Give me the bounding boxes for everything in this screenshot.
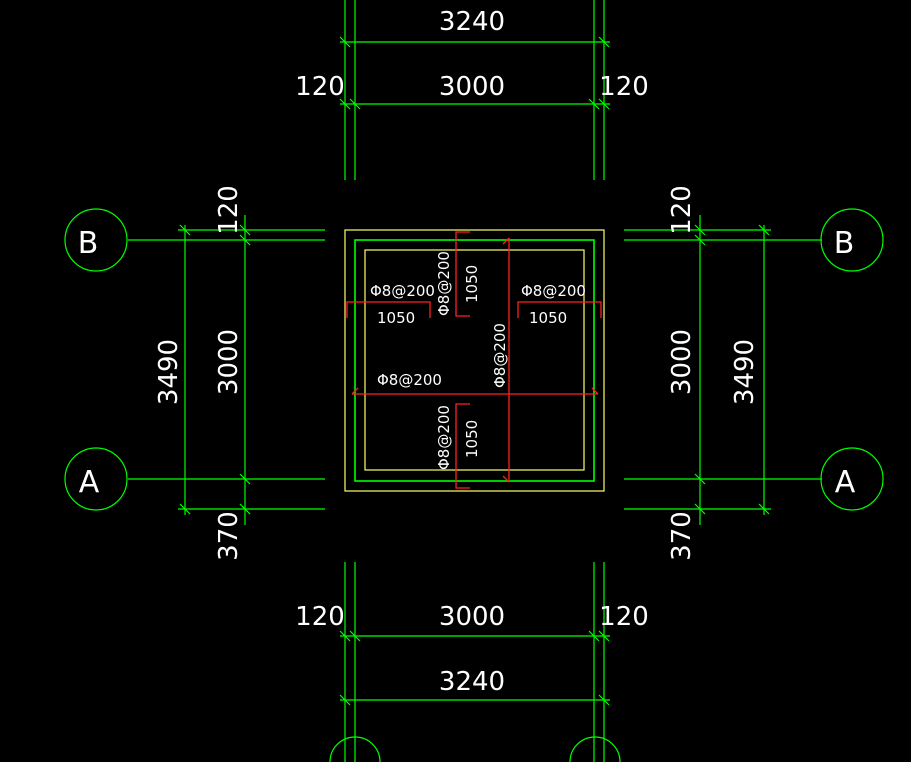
right-tick-2 <box>694 234 706 246</box>
bottom-total-tick-left <box>339 694 351 706</box>
rebar-left-top-length: 1050 <box>377 309 415 327</box>
bottom-tick-2 <box>349 630 361 642</box>
right-tick-4 <box>694 503 706 515</box>
rebar-left-top-label: Φ8@200 <box>370 282 435 300</box>
bottom-right-axis-circle-partial <box>569 736 621 762</box>
bottom-right-wall-dimension: 120 <box>599 602 649 632</box>
right-total-dimension: 3490 <box>730 339 760 405</box>
right-inner-dimension: 3000 <box>667 329 697 395</box>
rebar-center-horizontal-hook-right <box>591 387 599 395</box>
right-top-wall-dimension: 120 <box>667 185 697 235</box>
rebar-center-vertical-hook-bottom <box>502 475 510 483</box>
rebar-top-vertical-label: Φ8@200 <box>435 251 453 316</box>
top-inner-dimension: 3000 <box>439 72 505 102</box>
rebar-right-top <box>517 301 602 318</box>
right-axis-a-circle <box>820 447 884 511</box>
slab-outer-edge <box>344 229 605 492</box>
left-bottom-wall-dimension: 370 <box>214 511 244 561</box>
bottom-tick-1 <box>339 630 351 642</box>
rebar-left-top <box>346 301 431 318</box>
top-dimension-group <box>339 0 610 180</box>
rebar-center-vertical-label: Φ8@200 <box>491 323 509 388</box>
bottom-total-tick-right <box>598 694 610 706</box>
right-axis-b-circle <box>820 208 884 272</box>
bottom-total-dimension: 3240 <box>439 667 505 697</box>
top-tick-3 <box>588 98 600 110</box>
top-tick-2 <box>349 98 361 110</box>
top-left-wall-dimension: 120 <box>295 72 345 102</box>
bottom-dimension-group <box>329 562 621 762</box>
right-bottom-wall-dimension: 370 <box>667 511 697 561</box>
bottom-left-wall-dimension: 120 <box>295 602 345 632</box>
top-total-tick-right <box>598 36 610 48</box>
bottom-inner-dimension: 3000 <box>439 602 505 632</box>
slab-wall-inner-line <box>354 239 595 482</box>
right-axis-b-label: B <box>834 226 855 261</box>
rebar-right-top-label: Φ8@200 <box>521 282 586 300</box>
left-axis-a-label: A <box>79 465 100 500</box>
rebar-top-vertical <box>455 231 470 317</box>
right-tick-1 <box>694 224 706 236</box>
bottom-tick-3 <box>588 630 600 642</box>
left-axis-b-circle <box>64 208 128 272</box>
left-tick-3 <box>239 473 251 485</box>
rebar-bottom-vertical <box>455 403 470 489</box>
top-total-dimension: 3240 <box>439 7 505 37</box>
right-total-tick-top <box>758 224 770 236</box>
top-tick-1 <box>339 98 351 110</box>
rebar-top-vertical-length: 1050 <box>463 265 481 303</box>
top-tick-4 <box>598 98 610 110</box>
left-total-dimension: 3490 <box>154 339 184 405</box>
rebar-bottom-vertical-length: 1050 <box>463 420 481 458</box>
left-tick-4 <box>239 503 251 515</box>
top-total-tick-left <box>339 36 351 48</box>
top-right-wall-dimension: 120 <box>599 72 649 102</box>
slab-opening-edge <box>364 249 585 471</box>
left-top-wall-dimension: 120 <box>214 185 244 235</box>
rebar-center-vertical-hook-top <box>502 237 510 245</box>
bottom-left-axis-circle-partial <box>329 736 381 762</box>
left-tick-2 <box>239 234 251 246</box>
rebar-center-horizontal-label: Φ8@200 <box>377 371 442 389</box>
bottom-tick-4 <box>598 630 610 642</box>
right-dimension-group <box>624 208 884 525</box>
left-dimension-group <box>64 208 325 525</box>
rebar-right-top-length: 1050 <box>529 309 567 327</box>
left-inner-dimension: 3000 <box>214 329 244 395</box>
slab-outline-group <box>344 229 605 492</box>
rebar-bottom-vertical-label: Φ8@200 <box>435 405 453 470</box>
left-total-tick-top <box>179 224 191 236</box>
right-total-tick-bottom <box>758 503 770 515</box>
left-total-tick-bottom <box>179 503 191 515</box>
right-tick-3 <box>694 473 706 485</box>
rebar-center-horizontal-hook-left <box>351 387 359 395</box>
left-tick-1 <box>239 224 251 236</box>
rebar-group <box>346 231 602 489</box>
left-axis-b-label: B <box>78 226 99 261</box>
right-axis-a-label: A <box>835 465 856 500</box>
left-axis-a-circle <box>64 447 128 511</box>
